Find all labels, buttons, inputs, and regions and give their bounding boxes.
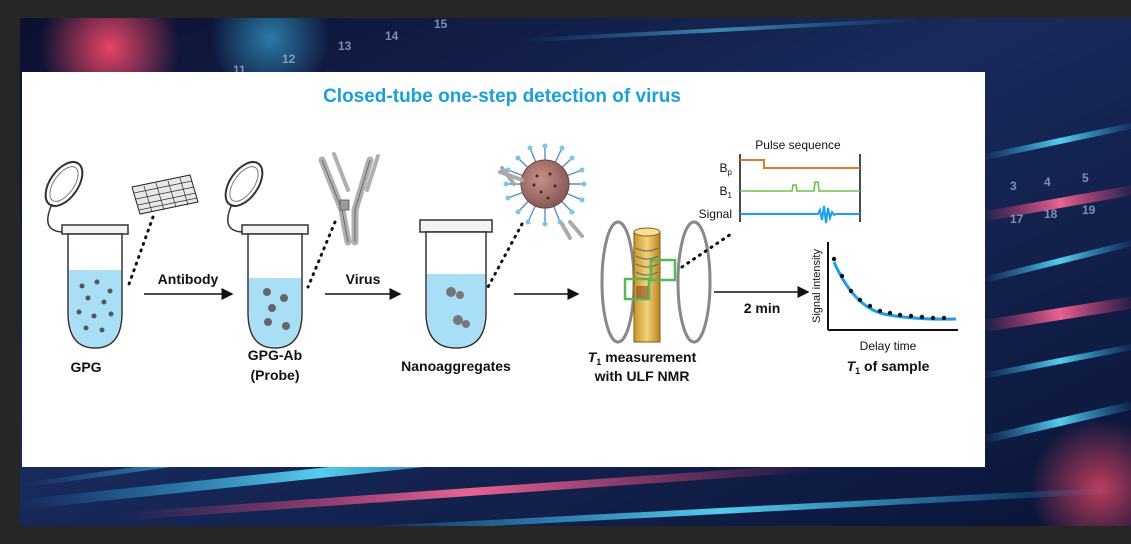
stage-gpg: GPG (44, 161, 199, 375)
nmr-coil-icon (600, 220, 712, 344)
detection-diagram: Closed-tube one-step detection of virus (44, 86, 958, 384)
test-tube-icon (419, 219, 493, 349)
bg-number: 15 (434, 18, 448, 31)
test-tube-icon (241, 224, 309, 349)
arrow-label-2min: 2 min (744, 300, 781, 316)
stage-label-nmr-line1: T1 measurement (588, 349, 697, 367)
tube-cap-icon (224, 161, 264, 233)
stage-label-nanoaggregates: Nanoaggregates (401, 358, 511, 374)
stage-label-t1-sample: T1 of sample (847, 358, 930, 376)
arrow-label-virus: Virus (346, 271, 381, 287)
bg-number: 5 (1082, 171, 1089, 185)
antibody-icon (318, 152, 380, 246)
test-tube-icon (61, 224, 129, 349)
stage-label-gpg-ab-line2: (Probe) (251, 367, 300, 383)
virus-nanoaggregate-icon (498, 143, 587, 240)
signal-trace (740, 205, 860, 224)
stage-label-gpg-ab-line1: GPG-Ab (248, 347, 302, 363)
bg-number: 17 (1010, 212, 1024, 226)
arrow-2min: 2 min (714, 286, 810, 316)
pulse-label-signal: Signal (699, 207, 732, 221)
aggregate-particles-icon (446, 287, 470, 328)
bg-number: 12 (282, 52, 296, 66)
bp-trace (740, 159, 860, 169)
bg-number: 13 (338, 39, 352, 53)
arrow-label-antibody: Antibody (158, 271, 219, 287)
bg-number: 18 (1044, 207, 1058, 221)
bg-number: 14 (385, 29, 399, 43)
arrow-antibody: Antibody (144, 271, 234, 300)
arrow-virus: Virus (325, 271, 402, 300)
pulse-label-b1: B1 (720, 184, 733, 200)
stage-ulf-nmr: T1 measurement with ULF NMR (588, 220, 736, 384)
bg-number: 4 (1044, 175, 1051, 189)
t1-decay-plot: Signal intensity Delay time T1 of sample (811, 242, 958, 376)
background-streaks (21, 18, 1131, 526)
tube-cap-icon (44, 161, 84, 233)
plot-xlabel: Delay time (860, 339, 917, 353)
zoom-dotted-line (486, 222, 524, 289)
pulse-sequence-title: Pulse sequence (755, 138, 841, 152)
pulse-label-bp: Bp (720, 161, 733, 177)
pulse-sequence: Pulse sequence Bp B1 Signal (699, 138, 861, 224)
graphene-sheet-icon (131, 174, 199, 215)
stage-gpg-ab: GPG-Ab (Probe) (224, 152, 380, 383)
stage-nanoaggregates: Nanoaggregates (401, 143, 587, 374)
diagram-title: Closed-tube one-step detection of virus (323, 86, 681, 107)
bg-number: 3 (1010, 179, 1017, 193)
data-points (831, 256, 947, 321)
zoom-dotted-line (306, 220, 337, 289)
probe-particles-icon (263, 288, 290, 330)
b1-trace (740, 181, 860, 192)
gpg-particles-icon (76, 279, 114, 333)
stage-label-gpg: GPG (70, 359, 101, 375)
bg-number: 19 (1082, 203, 1096, 217)
plot-ylabel: Signal intensity (811, 249, 823, 323)
figure-panel: Closed-tube one-step detection of virus (22, 72, 985, 467)
zoom-dotted-line (126, 215, 155, 289)
stage-label-nmr-line2: with ULF NMR (594, 368, 690, 384)
